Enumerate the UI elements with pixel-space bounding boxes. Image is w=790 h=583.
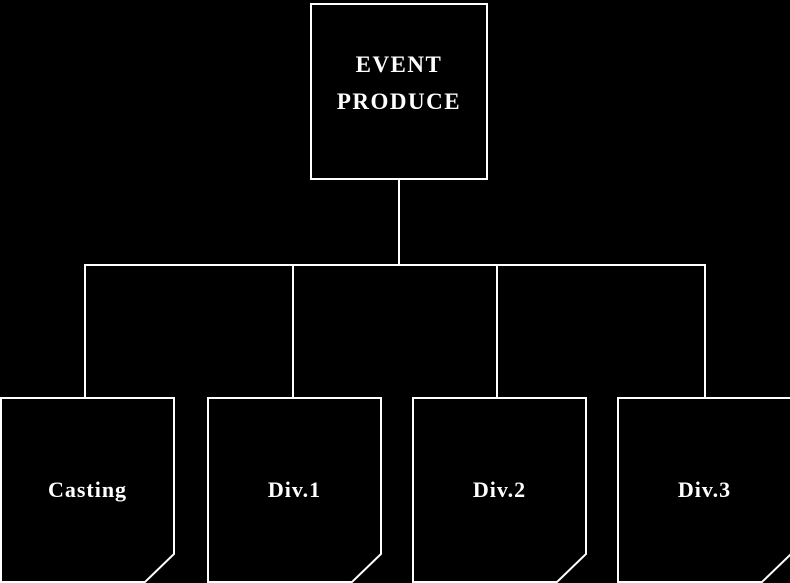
org-node-div1: Div.1 [207, 397, 382, 583]
root-label-line1: EVENT [355, 51, 443, 77]
node-label: Casting [47, 477, 128, 502]
node-outline [617, 397, 790, 583]
root-node-label: EVENT PRODUCE [337, 46, 461, 120]
org-node-div3: Div.3 [617, 397, 790, 583]
org-node-root: EVENT PRODUCE [310, 3, 488, 180]
node-label: Div.3 [677, 477, 732, 502]
node-outline [412, 397, 587, 583]
node-label: Div.2 [472, 477, 527, 502]
node-label: Div.1 [267, 477, 322, 502]
root-label-line2: PRODUCE [336, 88, 462, 114]
node-outline [0, 397, 175, 583]
org-node-casting: Casting [0, 397, 175, 583]
node-outline [207, 397, 382, 583]
org-node-div2: Div.2 [412, 397, 587, 583]
